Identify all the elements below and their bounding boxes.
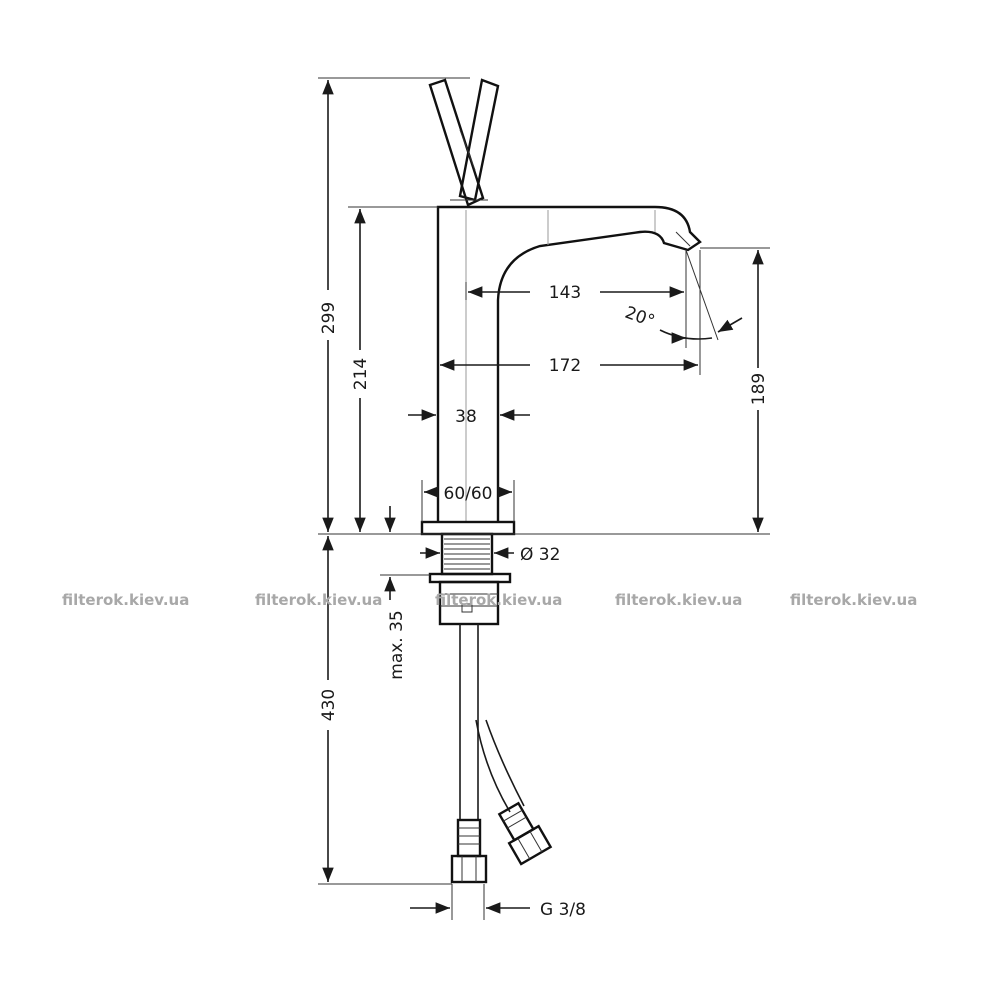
- dim-reach-outer-label: 172: [549, 356, 581, 376]
- dim-thread-label: G 3/8: [540, 900, 586, 920]
- dim-body-height: 214: [351, 209, 371, 532]
- dim-max-thickness-label: max. 35: [387, 610, 407, 679]
- watermarks: filterok.kiev.ua filterok.kiev.ua filter…: [62, 591, 917, 609]
- dim-body-width-label: 38: [455, 407, 477, 427]
- dim-reach-inner-label: 143: [549, 283, 581, 303]
- dim-body-width: 38: [408, 407, 530, 427]
- dim-hose-length: 430: [319, 536, 339, 882]
- base-assembly: [420, 520, 516, 626]
- supply-hoses: [450, 624, 553, 884]
- shank-thread: [444, 538, 490, 570]
- dim-spout-angle: 20°: [622, 303, 743, 344]
- dim-outlet-height: 189: [749, 249, 769, 532]
- lever-handle: [428, 78, 500, 207]
- dim-base-plate: 60/60: [424, 484, 512, 504]
- watermark-text: filterok.kiev.ua: [62, 591, 189, 609]
- faucet-body: [436, 205, 702, 522]
- dim-max-thickness: max. 35: [384, 506, 407, 680]
- dim-reach-inner: 143: [468, 283, 684, 303]
- dim-body-height-label: 214: [351, 358, 371, 390]
- dim-hose-length-label: 430: [319, 689, 339, 721]
- dim-reach-outer: 172: [440, 356, 698, 376]
- watermark-text: filterok.kiev.ua: [790, 591, 917, 609]
- dim-base-plate-label: 60/60: [444, 484, 493, 504]
- dim-outlet-height-label: 189: [749, 373, 769, 405]
- watermark-text: filterok.kiev.ua: [615, 591, 742, 609]
- dim-thread: G 3/8: [410, 900, 586, 920]
- watermark-text: filterok.kiev.ua: [435, 591, 562, 609]
- dim-shank-diameter: Ø 32: [420, 545, 560, 565]
- watermark-text: filterok.kiev.ua: [255, 591, 382, 609]
- extension-lines: [318, 77, 770, 920]
- dim-total-height-label: 299: [319, 302, 339, 334]
- dim-spout-angle-label: 20°: [622, 303, 657, 332]
- dim-total-height: 299: [319, 80, 339, 532]
- dim-shank-diameter-label: Ø 32: [520, 545, 560, 565]
